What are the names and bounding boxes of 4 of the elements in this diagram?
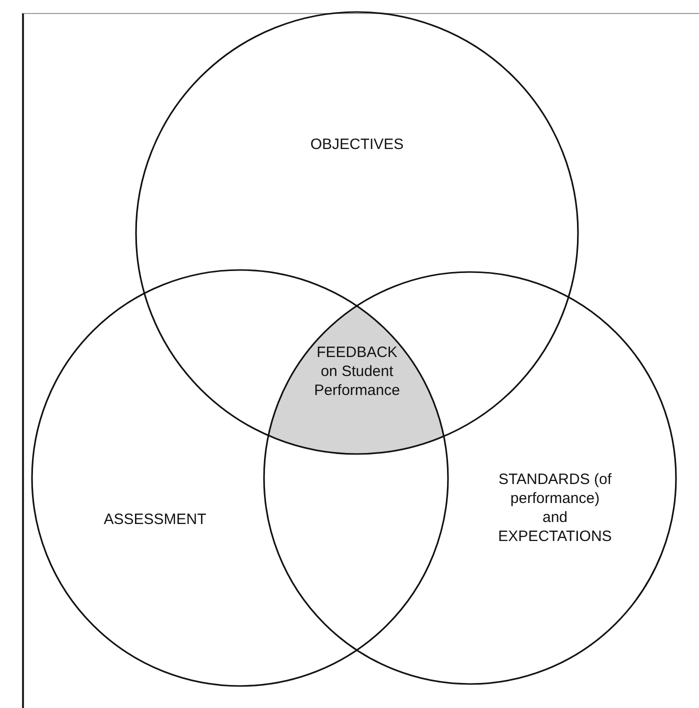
circle-label: OBJECTIVES [309, 135, 405, 154]
circle-label: ASSESSMENT [102, 510, 208, 529]
circle-label: STANDARDS (of performance) and EXPECTATIONS [497, 470, 613, 546]
overlap-label: FEEDBACK on Student Performance [313, 343, 401, 400]
